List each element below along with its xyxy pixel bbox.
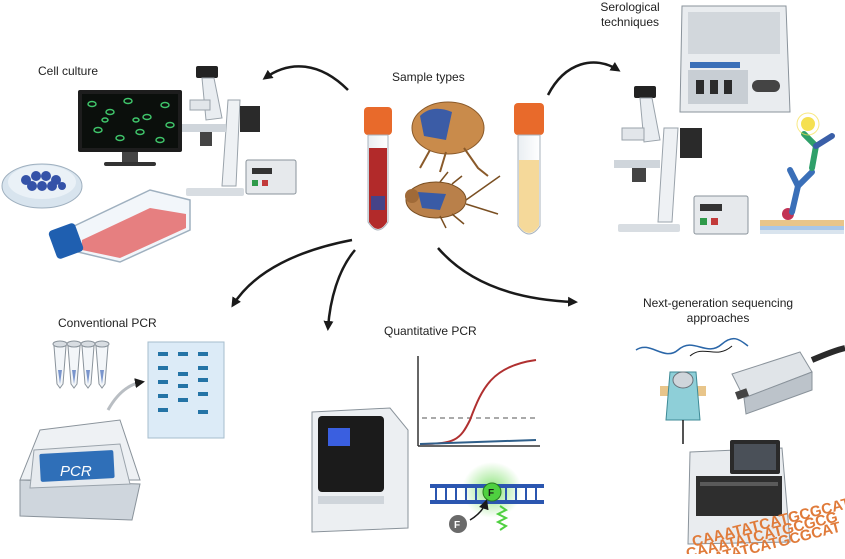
gel-arrow [106, 378, 145, 411]
arrow-to-ngs [437, 247, 578, 307]
serological-label-line1: Serological [600, 0, 660, 14]
probe-fluor-label: F [488, 488, 494, 499]
pcr-machine-label: PCR [60, 463, 92, 480]
minion-icon [731, 345, 845, 415]
serology-power-supply-icon [693, 195, 749, 235]
pcr-tubes-icon [52, 340, 110, 389]
microscope-icon [182, 66, 260, 196]
arrows [231, 61, 621, 331]
elisa-reader-icon [679, 5, 791, 113]
monitor-icon [78, 90, 182, 166]
serological-label: Serological techniques [590, 0, 670, 30]
arrow-to-serology [546, 61, 621, 96]
ngs-label-line1: Next-generation sequencing [642, 296, 794, 310]
power-supply-icon [245, 159, 297, 195]
conventional-pcr-label: Conventional PCR [58, 316, 157, 330]
petri-dish-icon [1, 163, 83, 209]
arrow-to-cell-culture [262, 65, 349, 91]
qpcr-machine-icon [311, 407, 409, 533]
culture-flask-icon [48, 189, 191, 263]
gel-icon [147, 341, 225, 439]
pcr-machine-icon: PCR [19, 419, 141, 521]
released-fluor-label: F [454, 520, 460, 531]
serological-label-line2: techniques [600, 15, 660, 29]
cell-culture-label: Cell culture [38, 64, 99, 78]
sample-types-label: Sample types [392, 70, 465, 84]
quantitative-pcr-label: Quantitative PCR [384, 324, 477, 338]
ngs-label-line2: approaches [686, 311, 750, 325]
flea-icon [411, 101, 489, 177]
nanopore-icon [635, 337, 749, 444]
arrow-to-qpcr [323, 249, 356, 331]
serology-microscope-icon [614, 86, 702, 232]
dna-probe-icon: F F [430, 462, 544, 533]
serum-tube-icon [514, 103, 544, 235]
antibody-icon [760, 112, 844, 234]
blood-tube-icon [364, 107, 392, 231]
ngs-label: Next-generation sequencing approaches [620, 296, 816, 326]
louse-icon [405, 171, 501, 229]
arrow-to-conventional-pcr [231, 238, 353, 308]
sequencer-icon [687, 440, 791, 545]
qpcr-chart-icon [417, 356, 540, 447]
